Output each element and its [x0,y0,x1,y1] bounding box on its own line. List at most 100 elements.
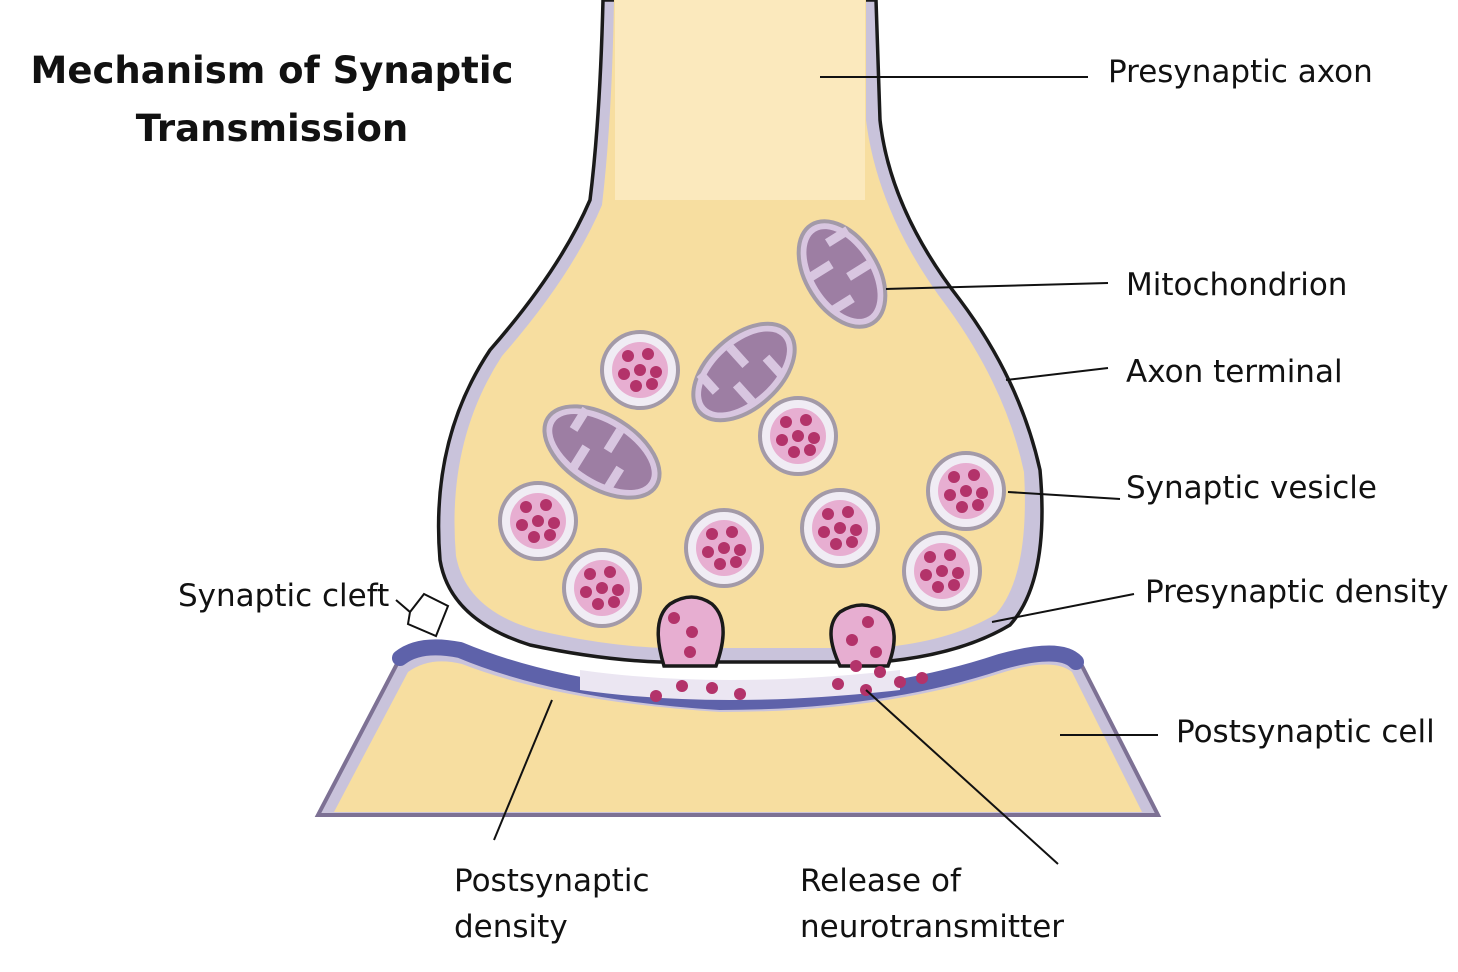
neurotransmitter-molecule [924,551,936,563]
neurotransmitter-molecule [544,529,556,541]
neurotransmitter-molecule [646,378,658,390]
neurotransmitter-molecule [800,414,812,426]
postsynaptic-cell-body [334,661,1142,812]
neurotransmitter-molecule [948,471,960,483]
label-mitochondrion: Mitochondrion [1126,267,1348,303]
neurotransmitter-molecule [850,660,862,672]
neurotransmitter-molecule [622,350,634,362]
leader-release-neurotransmitter [865,689,1059,865]
neurotransmitter-molecule [842,506,854,518]
neurotransmitter-molecule [686,626,698,638]
neurotransmitter-molecule [956,501,968,513]
neurotransmitter-molecule [734,688,746,700]
neurotransmitter-molecule [596,582,608,594]
neurotransmitter-molecule [972,499,984,511]
neurotransmitter-molecule [932,581,944,593]
neurotransmitter-molecule [862,616,874,628]
neurotransmitter-molecule [684,646,696,658]
neurotransmitter-molecule [618,368,630,380]
neurotransmitter-molecule [580,586,592,598]
neurotransmitter-molecule [920,569,932,581]
neurotransmitter-molecule [650,690,662,702]
neurotransmitter-molecule [808,432,820,444]
label-release-line-1: Release of [800,863,961,899]
fusing-vesicle [829,603,896,668]
neurotransmitter-molecule [830,538,842,550]
leader-lines [395,76,1158,865]
neurotransmitter-molecule [894,676,906,688]
leader-synaptic-vesicle [1007,491,1121,500]
label-synaptic-vesicle: Synaptic vesicle [1126,470,1377,506]
neurotransmitter-molecule [952,567,964,579]
neurotransmitter-molecule [788,446,800,458]
neurotransmitter-molecule [834,522,846,534]
leader-axon-terminal [1005,367,1109,381]
label-synaptic-cleft: Synaptic cleft [178,578,390,614]
neurotransmitter-molecule [870,646,882,658]
neurotransmitter-molecule [944,549,956,561]
neurotransmitter-molecule [642,348,654,360]
neurotransmitter-molecule [948,579,960,591]
neurotransmitter-molecule [726,526,738,538]
synaptic-vesicle [600,330,680,410]
neurotransmitter-molecule [706,682,718,694]
neurotransmitter-molecule [520,501,532,513]
mitochondrion [542,404,662,500]
neurotransmitter-molecule [850,524,862,536]
neurotransmitter-molecule [592,598,604,610]
synaptic-vesicle [684,508,764,588]
label-release-neurotransmitter: Release of neurotransmitter [800,858,1064,950]
neurotransmitter-molecule [584,568,596,580]
neurotransmitter-molecule [548,517,560,529]
neurotransmitter-molecule [960,485,972,497]
neurotransmitter-molecule [804,444,816,456]
neurotransmitter-molecule [818,526,830,538]
neurotransmitter-molecule [532,515,544,527]
axon-light-region [615,0,865,200]
neurotransmitter-molecule [528,531,540,543]
neurotransmitter-molecule [822,508,834,520]
leader-mitochondrion [885,282,1109,290]
neurotransmitter-molecule [676,680,688,692]
synaptic-vesicle [902,531,982,611]
neurotransmitter-molecule [540,499,552,511]
neurotransmitter-molecule [776,434,788,446]
mitochondrion [691,321,797,423]
neurotransmitter-molecule [612,584,624,596]
neurotransmitter-molecule [846,634,858,646]
neurotransmitter-molecule [608,596,620,608]
label-presynaptic-axon: Presynaptic axon [1108,54,1373,90]
synaptic-vesicles [498,330,1006,628]
title-line-2: Transmission [135,107,409,150]
neurotransmitter-molecule [792,430,804,442]
neurotransmitter-molecule [702,546,714,558]
label-presynaptic-density: Presynaptic density [1145,574,1449,610]
neurotransmitter-molecule [634,364,646,376]
neurotransmitter-molecule [944,489,956,501]
neurotransmitter-molecule [604,566,616,578]
title-line-1: Mechanism of Synaptic [30,49,514,92]
postsynaptic-density-band [392,639,1084,711]
label-postsynaptic-density: Postsynaptic density [454,858,650,950]
neurotransmitter-molecule [718,542,730,554]
label-release-line-2: neurotransmitter [800,909,1065,945]
mitochondria [542,219,888,500]
label-postsynaptic-cell: Postsynaptic cell [1176,714,1435,750]
neurotransmitter-molecule [936,565,948,577]
neurotransmitter-molecule [846,536,858,548]
neurotransmitter-molecule [706,528,718,540]
neurotransmitter-molecule [968,469,980,481]
synaptic-vesicle [800,488,880,568]
label-axon-terminal: Axon terminal [1126,354,1343,390]
synaptic-vesicle [498,481,578,561]
postsynaptic-cell [314,639,1162,817]
neurotransmitter-molecule [916,672,928,684]
neurotransmitter-molecule [874,666,886,678]
synaptic-vesicle [926,451,1006,531]
leader-synaptic-cleft [395,592,450,638]
neurotransmitter-molecule [668,612,680,624]
neurotransmitter-molecule [780,416,792,428]
neurotransmitter-molecule [730,556,742,568]
label-postsynaptic-density-line-1: Postsynaptic [454,863,650,899]
